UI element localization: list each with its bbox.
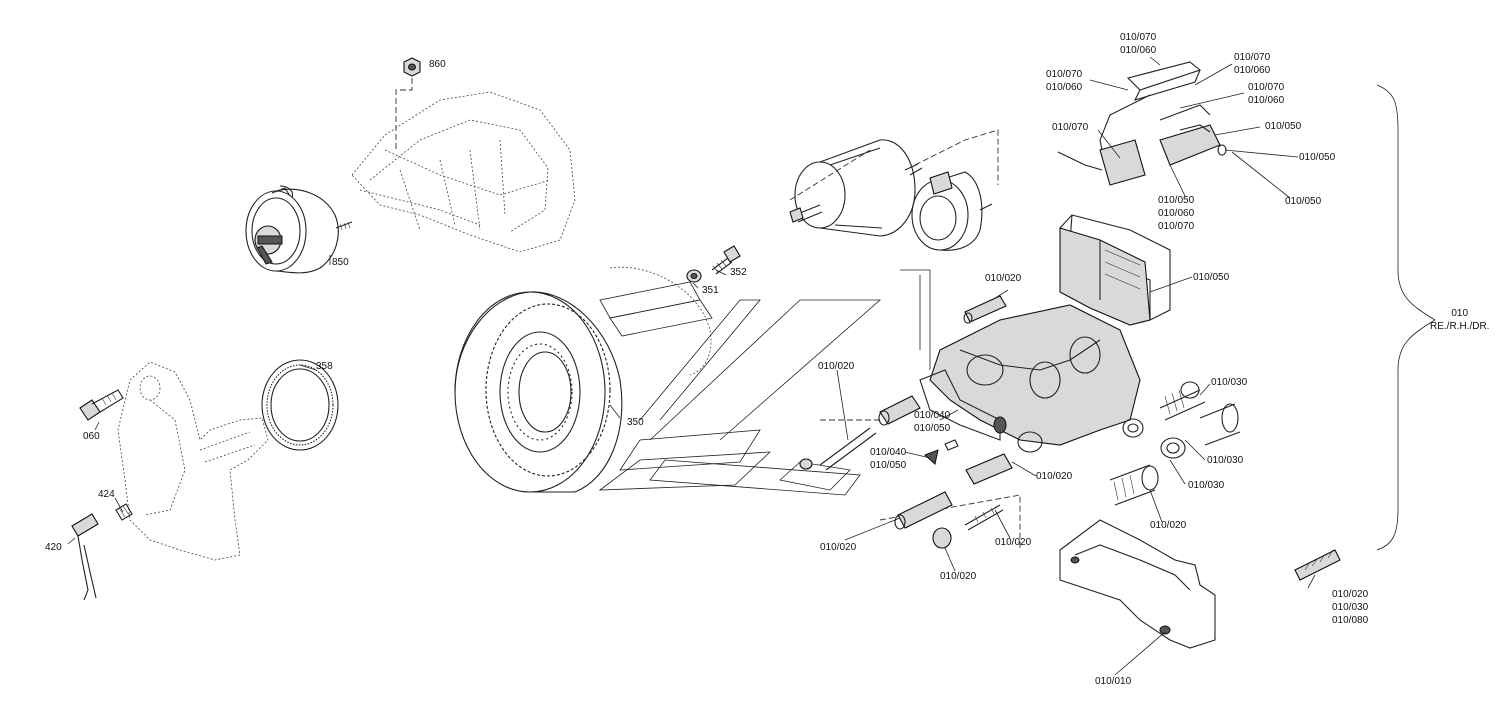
- label-020-bottom: 010/020: [940, 571, 977, 582]
- abs-ring-358: [261, 359, 339, 451]
- label-bolt-020: 010/020: [818, 361, 855, 372]
- label-030-a: 010/030: [1211, 377, 1248, 388]
- abs-sensor-420: [71, 513, 99, 601]
- label-020-bellows: 010/020: [1150, 520, 1187, 531]
- label-424: 424: [98, 489, 115, 500]
- label-030-b: 010/030: [1207, 455, 1244, 466]
- bolt-352: [711, 245, 741, 275]
- label-pads-050: 010/050: [1193, 272, 1230, 283]
- steering-knuckle: [117, 361, 269, 561]
- assembly-lines: [598, 129, 1021, 550]
- caliper-body: [919, 304, 1141, 453]
- label-358: 358: [316, 361, 333, 372]
- bellows: [1109, 381, 1241, 506]
- bolt-060: [79, 389, 124, 421]
- label-020-left: 010/020: [820, 542, 857, 553]
- label-030-c: 010/030: [1188, 480, 1225, 491]
- brake-cylinder: [789, 139, 993, 251]
- guide-pins: [799, 295, 1013, 549]
- washer-351: [686, 269, 702, 283]
- brake-pads: [1059, 214, 1171, 326]
- label-carrier-010-010: 010/010: [1095, 676, 1132, 687]
- label-050-a: 010/050: [1265, 121, 1302, 132]
- brake-chamber-850: [245, 185, 353, 274]
- nut-860: [395, 57, 421, 150]
- brake-disc-350: [454, 266, 712, 493]
- label-350: 350: [627, 417, 644, 428]
- label-020-right: 010/020: [995, 537, 1032, 548]
- label-860: 860: [429, 59, 446, 70]
- label-060: 060: [83, 431, 100, 442]
- label-020-mid: 010/020: [1036, 471, 1073, 482]
- label-420: 420: [45, 542, 62, 553]
- label-351: 351: [702, 285, 719, 296]
- label-pin-020-top: 010/020: [985, 273, 1022, 284]
- label-050-c: 010/050: [1285, 196, 1322, 207]
- label-left-070: 010/070: [1052, 122, 1089, 133]
- label-352: 352: [730, 267, 747, 278]
- leader-lines: [67, 56, 1316, 676]
- label-850: 850: [332, 257, 349, 268]
- repair-kit-part: [1294, 549, 1341, 581]
- caliper-carrier-010-010: [1059, 519, 1216, 649]
- axle-hub-unit: [351, 91, 576, 253]
- label-050-b: 010/050: [1299, 152, 1336, 163]
- group-brace: [1376, 84, 1436, 551]
- pad-wear-sensor: [1057, 61, 1227, 186]
- sleeve-424: [115, 503, 133, 521]
